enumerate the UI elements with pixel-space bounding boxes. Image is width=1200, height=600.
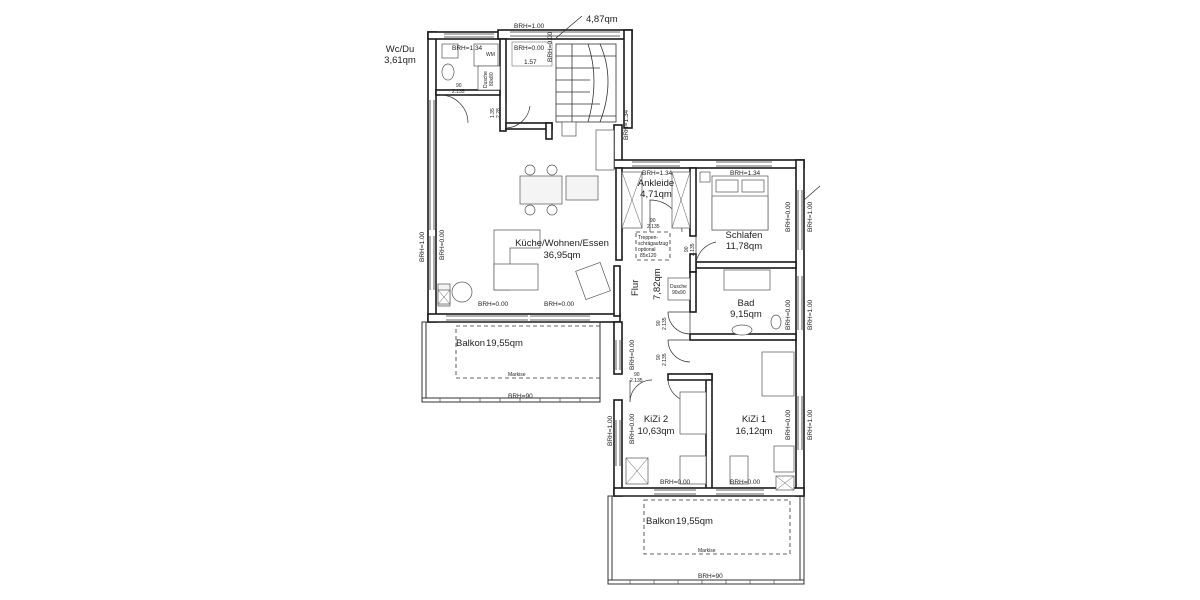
brh-ankleide: BRH=1.34 — [642, 170, 673, 177]
dusche-wc-label: Dusche — [483, 71, 489, 88]
brh-kizi2-west-inner: BRH=0.00 — [629, 413, 636, 444]
balkon2-name: Balkon — [646, 516, 675, 527]
balkon1-name: Balkon — [456, 338, 485, 349]
brh-living-west-inner: BRH=0.00 — [439, 229, 446, 260]
brh-bad-east-inner: BRH=0.00 — [785, 299, 792, 330]
wc-area: 3,61qm — [384, 55, 416, 66]
balcony-2 — [607, 495, 805, 585]
lift-label-2: schrägaufzug — [638, 241, 668, 247]
door-stair-height: 2.28 — [496, 108, 502, 118]
brh-schlafen-east-outer: BRH=1.00 — [807, 201, 814, 232]
windows — [429, 31, 803, 495]
brh-kitchen-east: BRH=1.34 — [623, 109, 630, 140]
door-kizi1-width: 90 — [656, 354, 662, 360]
dusche-wc-size: 80x80 — [489, 72, 495, 86]
brh-stair-inner: BRH=0.00 — [514, 45, 545, 52]
brh-stair-north: BRH=1.00 — [514, 23, 545, 30]
brh-kizi2-west-outer: BRH=1.00 — [607, 415, 614, 446]
brh-kizi1-east-outer: BRH=1.00 — [807, 409, 814, 440]
brh-stair-side: BRH=0.00 — [547, 31, 554, 62]
lift-label-1: Treppen- — [638, 235, 658, 241]
wm-label: WM — [486, 52, 495, 58]
ankleide-name: Ankleide — [638, 178, 674, 189]
brh-schlafen-east-inner: BRH=0.00 — [785, 201, 792, 232]
door-stair-width: 1.35 — [490, 108, 496, 118]
brh-kizi1-east-inner: BRH=0.00 — [785, 409, 792, 440]
brh-schlafen: BRH=1.34 — [730, 170, 761, 177]
door-schlafen-height: 2.135 — [690, 243, 696, 256]
kitchen-name: Küche/Wohnen/Essen — [515, 238, 609, 249]
kitchen-area: 36,95qm — [544, 250, 581, 261]
markise-2: Markise — [698, 548, 716, 554]
wc-name: Wc/Du — [386, 44, 415, 55]
lift-label-3: optional — [638, 247, 656, 253]
kizi2-area: 10,63qm — [638, 426, 675, 437]
staircase — [511, 41, 617, 123]
stair-step-label: 1.57 — [524, 59, 537, 66]
kizi2-name: KiZi 2 — [644, 414, 668, 425]
flur-name: Flur — [630, 280, 641, 296]
schlafen-area: 11,78qm — [726, 241, 762, 252]
room-labels: Wc/Du 3,61qm 4,87qm 1.57 Küche/Wohnen/Es… — [384, 14, 772, 527]
door-ankleide-width: 90 — [650, 218, 656, 224]
door-bad-width: 90 — [656, 320, 662, 326]
door-bad-height: 2.135 — [662, 317, 668, 330]
balkon1-area: 19,55qm — [486, 338, 523, 349]
door-wc-height: 2.135 — [452, 89, 465, 95]
balkon2-area: 19,55qm — [676, 516, 713, 527]
east-leader-line — [803, 185, 821, 201]
brh-flur-west: BRH=0.00 — [629, 339, 636, 370]
door-kizi2-height: 2.135 — [630, 378, 643, 384]
dusche-bad-size: 90x90 — [672, 290, 686, 296]
balcony-1 — [421, 321, 601, 403]
door-schlafen-width: 90 — [684, 246, 690, 252]
door-wc-width: 90 — [456, 83, 462, 89]
brh-bad-east-outer: BRH=1.00 — [807, 299, 814, 330]
stair-leader-line — [555, 15, 583, 39]
brh-kizi1-south: BRH=0.00 — [730, 479, 761, 486]
annotations: BRH=1.00 BRH=1.34 BRH=0.00 BRH=0.00 BRH=… — [419, 23, 814, 580]
brh-living-south-1: BRH=0.00 — [478, 301, 509, 308]
brh-kizi2-south: BRH=0.00 — [660, 479, 691, 486]
stair-area: 4,87qm — [586, 14, 618, 25]
door-kizi2-width: 90 — [634, 372, 640, 378]
brh-living-west-outer: BRH=1.00 — [419, 231, 426, 262]
kizi1-area: 16,12qm — [736, 426, 773, 437]
markise-1: Markise — [508, 372, 526, 378]
door-ankleide-height: 2.135 — [647, 224, 660, 230]
bad-name: Bad — [738, 298, 755, 309]
brh-balkon1-railing: BRH=90 — [508, 393, 533, 400]
dusche-bad-label: Dusche — [670, 284, 687, 290]
lift-label-4: 85x120 — [640, 253, 657, 259]
brh-living-south-2: BRH=0.00 — [544, 301, 575, 308]
walls — [427, 29, 805, 497]
schlafen-name: Schlafen — [726, 230, 763, 241]
ankleide-area: 4,71qm — [640, 189, 672, 200]
bad-area: 9,15qm — [730, 309, 762, 320]
doors — [439, 94, 717, 403]
kizi1-name: KiZi 1 — [742, 414, 766, 425]
furniture — [437, 43, 795, 491]
brh-wc: BRH=1.34 — [452, 45, 483, 52]
flur-area: 7,82qm — [652, 268, 663, 300]
door-kizi1-height: 2.135 — [662, 353, 668, 366]
brh-balkon2-railing: BRH=90 — [698, 573, 723, 580]
